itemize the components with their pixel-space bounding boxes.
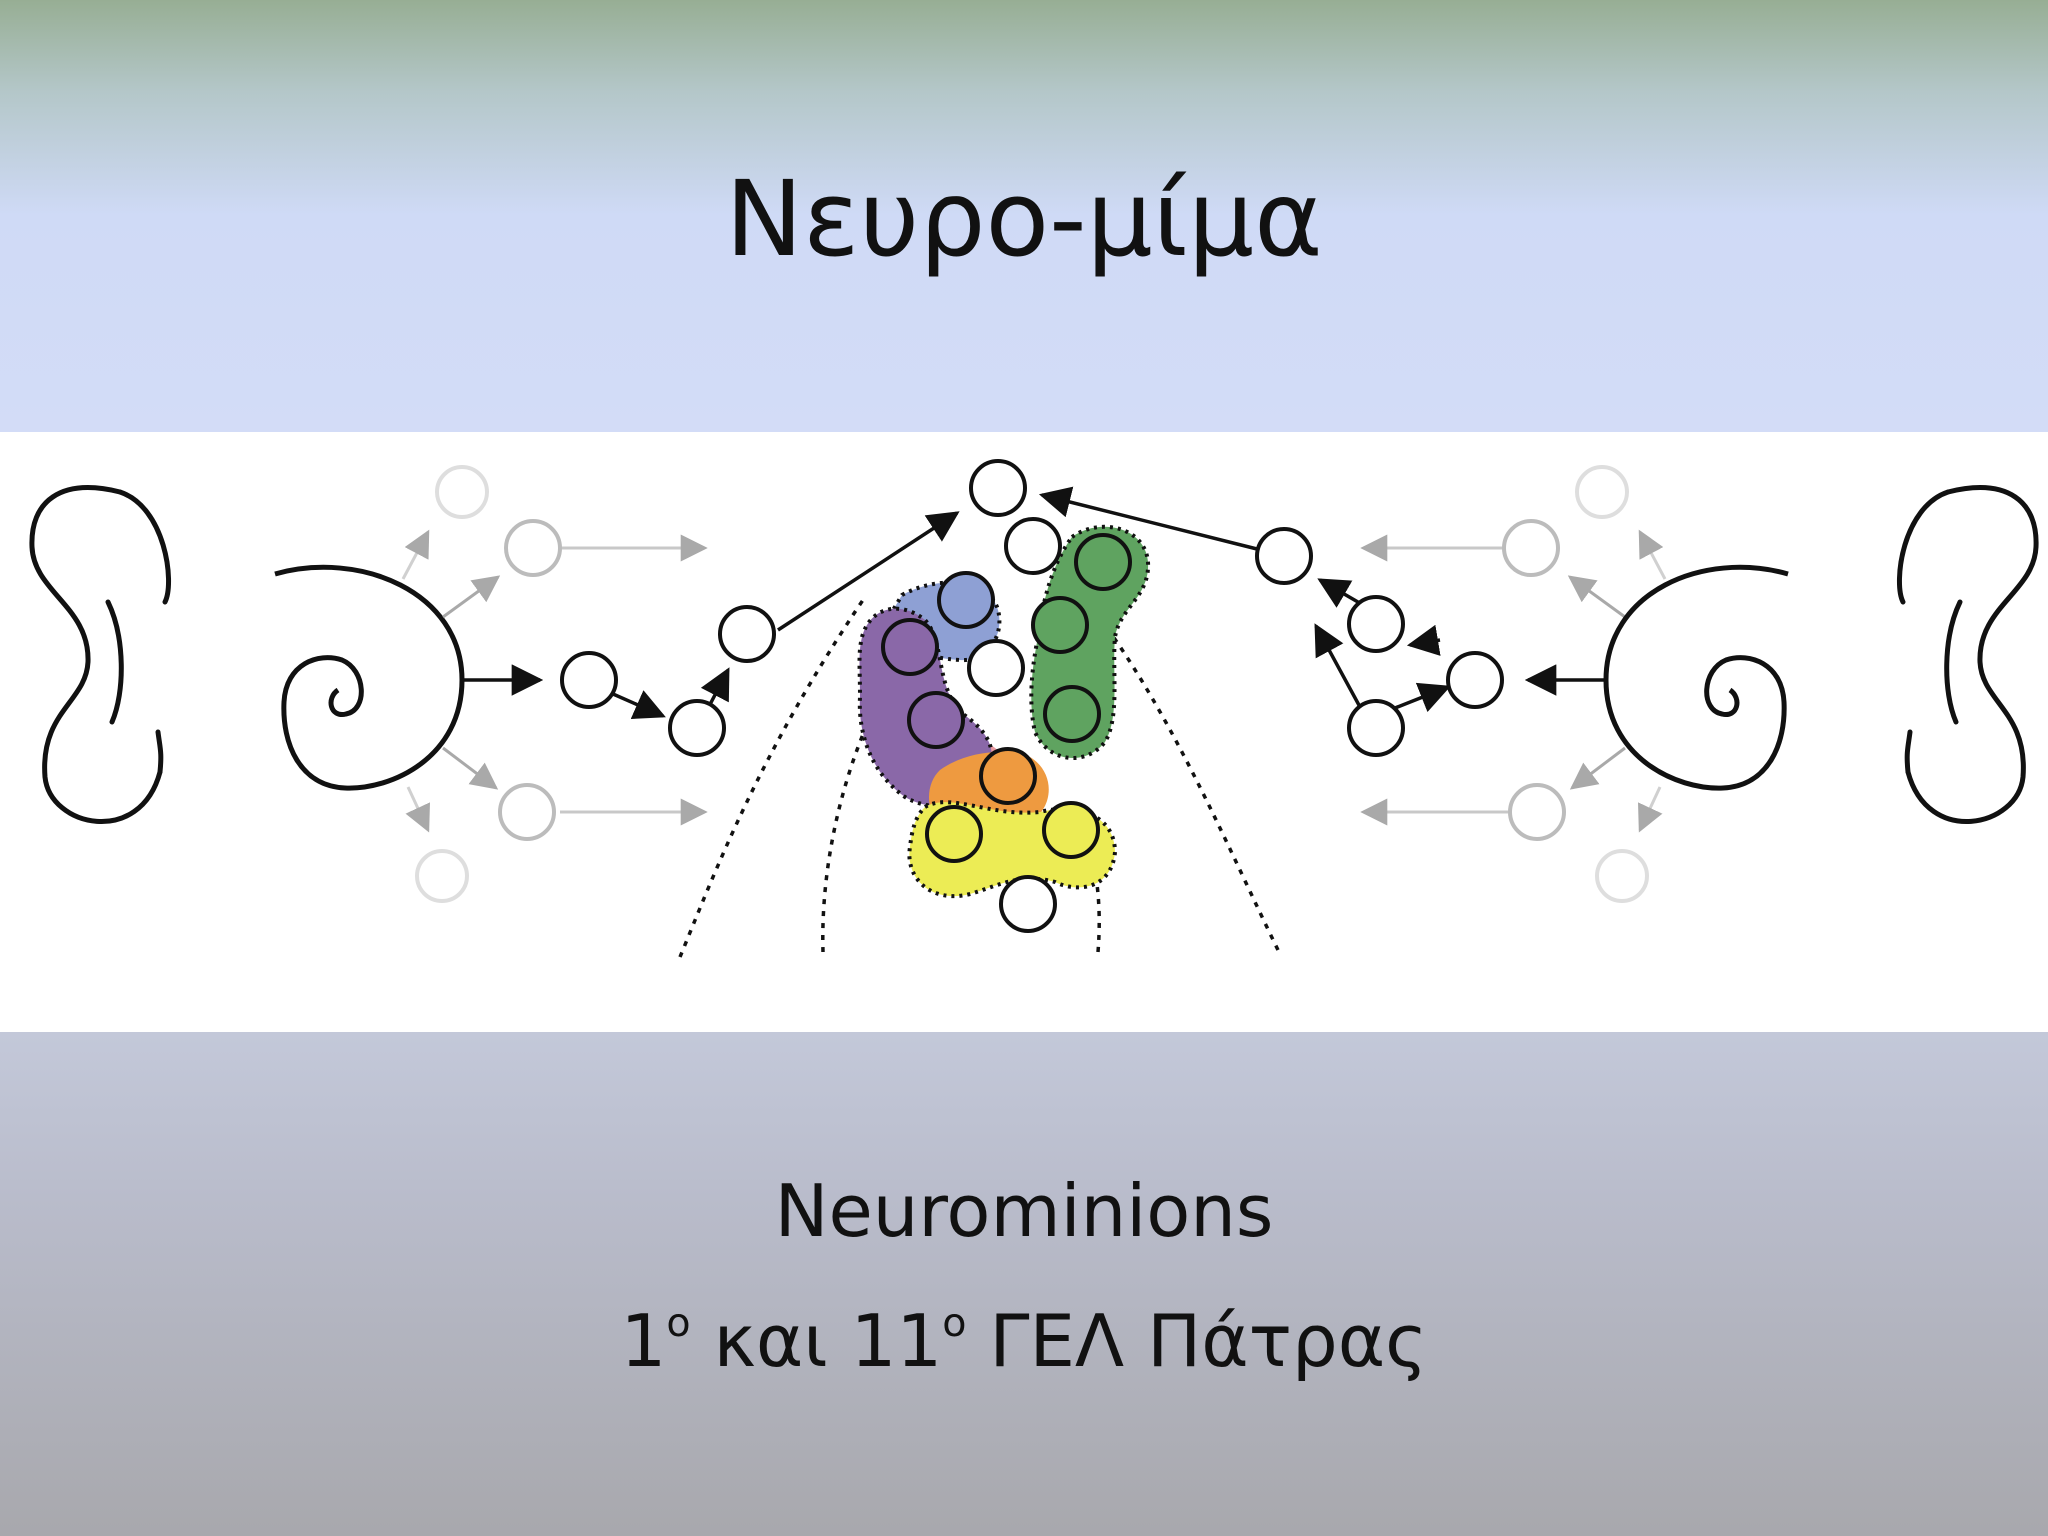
right-ear-icon [1896,485,2039,825]
team-name: Neurominions [774,1169,1274,1253]
school-conjunction: και [690,1299,851,1383]
school-num1: 1 [620,1299,667,1383]
slide-title: Νευρο-μίμα [725,158,1323,280]
ordinal-marker-2: ο [942,1300,967,1347]
school-name: ΓΕΛ Πάτρας [966,1299,1428,1383]
right-cochlea-icon [1603,564,1789,791]
ordinal-marker-1: ο [666,1300,691,1347]
left-cochlea-icon [274,564,465,791]
left-ear-icon [29,485,172,825]
school-num2: 11 [850,1299,943,1383]
school-line: 1ο και 11ο ΓΕΛ Πάτρας [0,1299,2048,1383]
neural-pathway-diagram [0,432,2048,1032]
